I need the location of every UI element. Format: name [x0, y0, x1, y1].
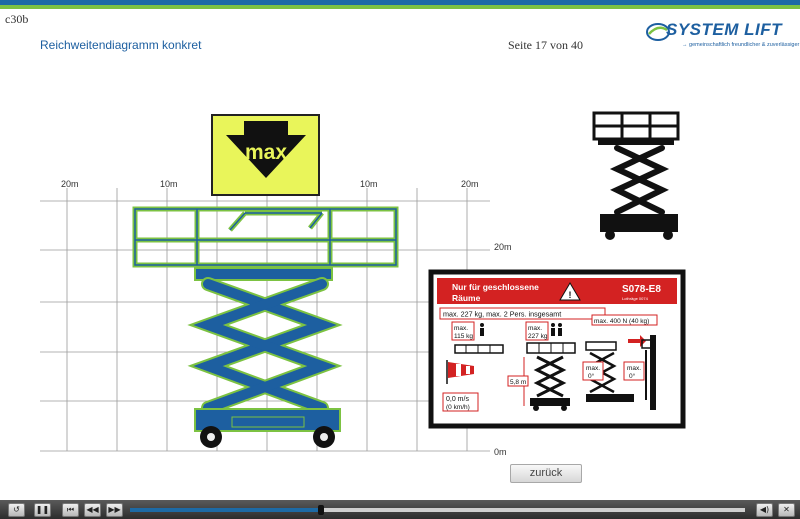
logo-text: SYSTEM LIFT	[666, 20, 782, 39]
media-player-bar: ↺ ❚❚ ⏮ ◀◀ ▶▶ ◀) ✕	[0, 500, 800, 519]
tilt1-line2: 0°	[588, 372, 595, 380]
label-model: S078-E8	[622, 284, 661, 295]
pause-button[interactable]: ❚❚	[34, 503, 51, 517]
axis-label-right-20m: 20m	[461, 179, 479, 189]
volume-icon[interactable]: ◀)	[756, 503, 773, 517]
back-button[interactable]: zurück	[510, 464, 582, 483]
label-force: max. 400 N (40 kg)	[594, 318, 649, 325]
windsock-icon	[446, 360, 474, 384]
load1-line2: 115 kg	[454, 333, 473, 340]
label-wind: 0,0 m/s	[446, 396, 469, 403]
rewind-button[interactable]: ◀◀	[84, 503, 101, 517]
person-icon	[480, 323, 484, 336]
label-model-sub: Lothräge 0074	[622, 296, 649, 301]
label-height: 5,8 m	[510, 379, 526, 386]
label-heading-line1: Nur für geschlossene	[452, 282, 539, 292]
label-scissor-pictogram	[533, 355, 567, 398]
forward-button[interactable]: ▶▶	[106, 503, 123, 517]
top-brand-band	[0, 0, 800, 9]
axis-label-left-20m: 20m	[61, 179, 79, 189]
label-heading-line2: Räume	[452, 293, 481, 303]
seek-bar[interactable]	[130, 505, 745, 515]
max-sign-label: max	[245, 141, 287, 164]
logo-tagline: → gemeinschaftlich freundlicher & zuverl…	[682, 42, 800, 48]
axis-label-left-10m: 10m	[160, 179, 178, 189]
close-icon[interactable]: ✕	[778, 503, 795, 517]
seek-progress-fill	[130, 508, 321, 512]
label-wind-kmh: (0 km/h)	[446, 404, 470, 411]
page-counter: Seite 17 von 40	[508, 38, 583, 52]
svg-text:!: !	[569, 290, 572, 300]
tilt1-line1: max.	[586, 365, 600, 372]
tilt2-line2: 0°	[629, 372, 636, 380]
axis-label-right-10m: 10m	[360, 179, 378, 189]
axis-label-height-20m: 20m	[494, 242, 512, 252]
page-title: Reichweitendiagramm konkret	[40, 38, 202, 52]
previous-slide-button[interactable]: ⏮	[62, 503, 79, 517]
course-id: c30b	[5, 12, 29, 26]
seek-thumb[interactable]	[317, 505, 324, 515]
warning-triangle-icon	[559, 282, 581, 301]
reach-diagram: 20m 10m 10m 20m 20m 0m max	[40, 111, 686, 457]
system-lift-logo: SYSTEM LIFT → gemeinschaftlich freundlic…	[646, 20, 799, 54]
load2-line1: max.	[528, 325, 542, 332]
two-persons-icon	[551, 323, 562, 336]
max-reach-sign: max	[211, 114, 320, 196]
scissor-lift-large	[132, 206, 399, 448]
load1-line1: max.	[454, 325, 468, 332]
axis-label-height-0m: 0m	[494, 447, 507, 457]
safety-label-card: Nur für geschlossene Räume ! S078-E8 Lot…	[428, 269, 686, 429]
logo-swoosh-icon	[646, 23, 670, 41]
tilt2-line1: max.	[627, 365, 641, 372]
scissor-lift-small-icon	[592, 111, 680, 240]
load2-line2: 227 kg	[528, 333, 548, 340]
replay-icon[interactable]: ↺	[8, 503, 25, 517]
label-capacity: max. 227 kg, max. 2 Pers. insgesamt	[443, 310, 561, 319]
